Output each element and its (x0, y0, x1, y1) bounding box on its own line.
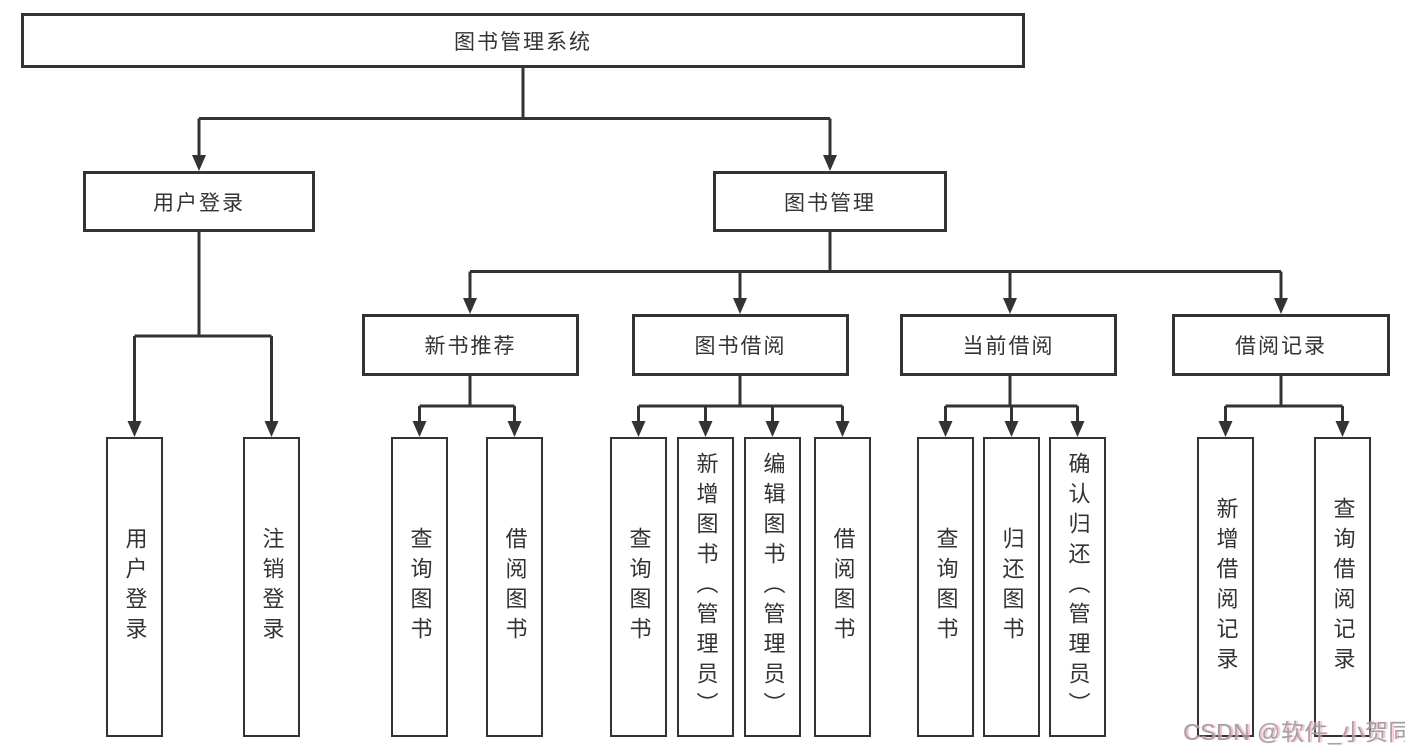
node-label: 归还图书 (999, 527, 1025, 647)
arrow-down-icon (463, 298, 477, 314)
node-label: 新书推荐 (424, 335, 517, 358)
arrow-down-icon (1335, 421, 1350, 437)
node-label: 查询图书 (626, 527, 652, 647)
arrow-down-icon (1070, 421, 1085, 437)
edge-current-borrow-to-leaves (938, 376, 1085, 437)
arrow-down-icon (938, 421, 953, 437)
node-label: 确认归还（管理员） (1065, 452, 1091, 722)
edge-borrow-records-to-leaves (1218, 376, 1350, 437)
node-label: 当前借阅 (962, 335, 1055, 358)
leaf-borrow-books-recommend: 借阅图书 (486, 437, 543, 737)
arrow-down-icon (264, 421, 279, 437)
arrow-down-icon (192, 155, 206, 171)
arrow-down-icon (1274, 298, 1288, 314)
edge-book-management-to-level3 (463, 232, 1288, 314)
node-library-management-system: 图书管理系统 (21, 13, 1025, 68)
arrow-down-icon (765, 421, 780, 437)
arrow-down-icon (1003, 298, 1017, 314)
leaf-return-books: 归还图书 (983, 437, 1040, 737)
edge-new-book-recommend-to-leaves (412, 376, 522, 437)
arrow-down-icon (835, 421, 850, 437)
arrow-down-icon (412, 421, 427, 437)
node-label: 注销登录 (259, 527, 285, 647)
csdn-watermark: CSDN @软件_小贺同学 (1183, 719, 1405, 745)
node-user-login: 用户登录 (83, 171, 315, 232)
arrow-down-icon (698, 421, 713, 437)
leaf-query-borrow-record: 查询借阅记录 (1314, 437, 1371, 737)
edge-user-login-to-leaves (127, 232, 279, 437)
arrow-down-icon (631, 421, 646, 437)
node-borrow-records: 借阅记录 (1172, 314, 1390, 376)
leaf-borrow-books: 借阅图书 (814, 437, 871, 737)
node-current-borrow: 当前借阅 (900, 314, 1117, 376)
node-label: 图书管理系统 (454, 30, 592, 54)
node-book-management: 图书管理 (713, 171, 947, 232)
node-label: 用户登录 (122, 527, 148, 647)
arrow-down-icon (733, 298, 747, 314)
node-book-borrow: 图书借阅 (632, 314, 849, 376)
arrow-down-icon (1004, 421, 1019, 437)
node-label: 查询借阅记录 (1330, 497, 1356, 677)
leaf-logout: 注销登录 (243, 437, 300, 737)
leaf-edit-books-admin: 编辑图书（管理员） (744, 437, 801, 737)
node-label: 查询图书 (407, 527, 433, 647)
arrow-down-icon (823, 155, 837, 171)
leaf-query-books-current: 查询图书 (917, 437, 974, 737)
edge-book-borrow-to-leaves (631, 376, 850, 437)
node-label: 图书管理 (784, 191, 876, 215)
edge-root-to-level2 (192, 68, 837, 171)
leaf-query-books-recommend: 查询图书 (391, 437, 448, 737)
node-new-book-recommend: 新书推荐 (362, 314, 579, 376)
arrow-down-icon (507, 421, 522, 437)
node-label: 新增图书（管理员） (693, 452, 719, 722)
node-label: 借阅图书 (502, 527, 528, 647)
leaf-confirm-return-admin: 确认归还（管理员） (1049, 437, 1106, 737)
arrow-down-icon (1218, 421, 1233, 437)
node-label: 新增借阅记录 (1213, 497, 1239, 677)
leaf-add-borrow-record: 新增借阅记录 (1197, 437, 1254, 737)
leaf-user-login: 用户登录 (106, 437, 163, 737)
node-label: 借阅图书 (830, 527, 856, 647)
arrow-down-icon (127, 421, 142, 437)
node-label: 编辑图书（管理员） (760, 452, 786, 722)
node-label: 图书借阅 (694, 335, 787, 358)
node-label: 借阅记录 (1235, 335, 1327, 358)
leaf-add-books-admin: 新增图书（管理员） (677, 437, 734, 737)
node-label: 查询图书 (933, 527, 959, 647)
leaf-query-books-borrow: 查询图书 (610, 437, 667, 737)
node-label: 用户登录 (153, 191, 245, 215)
